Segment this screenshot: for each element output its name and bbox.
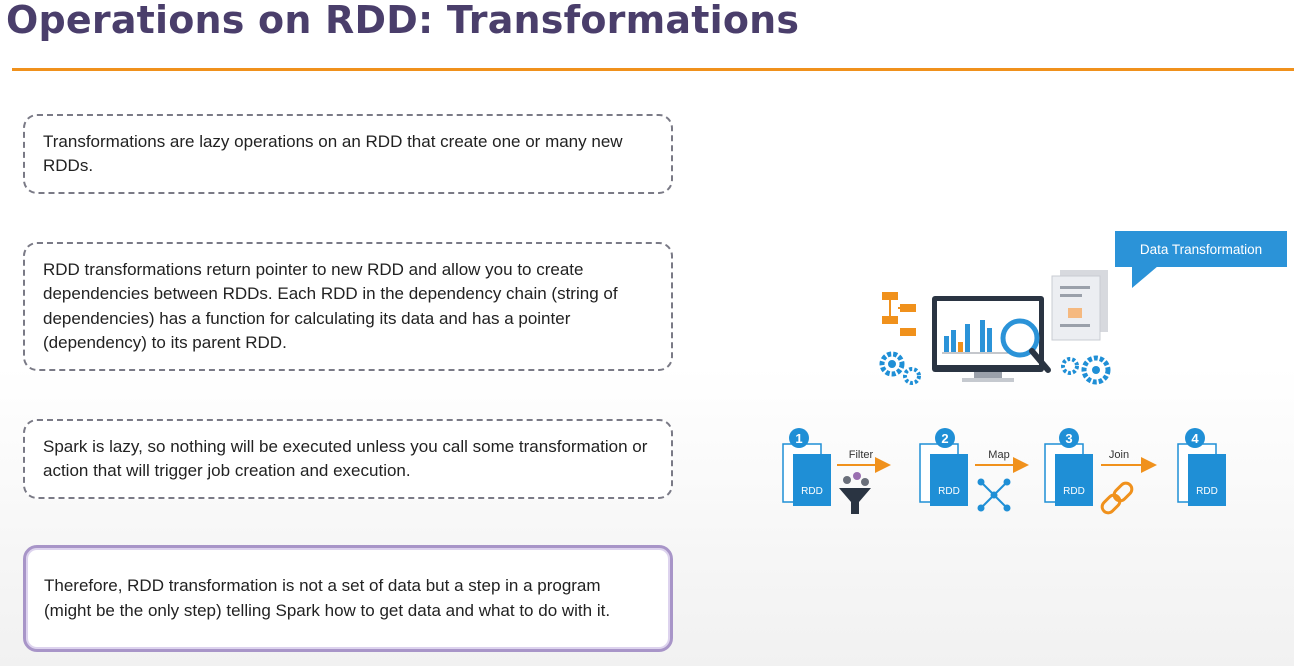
- step-number-badge-2: [935, 428, 955, 448]
- point-text-2: RDD transformations return pointer to ne…: [43, 259, 618, 353]
- step-number-3: 3: [1065, 431, 1072, 446]
- magnifier-icon: [1000, 318, 1051, 373]
- gears-left-icon: [879, 351, 921, 385]
- rdd-label-2: RDD: [938, 486, 960, 497]
- document-stack-icon: [1051, 270, 1108, 341]
- rdd-step-2: RDD 2: [919, 428, 968, 506]
- filter-funnel-icon: [839, 472, 871, 514]
- map-network-icon: [977, 478, 1011, 512]
- point-text-3: Spark is lazy, so nothing will be execut…: [43, 436, 648, 481]
- rdd-step-4: RDD 4: [1177, 428, 1226, 506]
- point-box-1: Transformations are lazy operations on a…: [23, 114, 673, 194]
- op-label-filter: Filter: [849, 449, 874, 461]
- rdd-label-1: RDD: [801, 486, 823, 497]
- data-transformation-callout: Data Transformation: [1115, 231, 1287, 267]
- point-text-1: Transformations are lazy operations on a…: [43, 131, 623, 176]
- point-box-2: RDD transformations return pointer to ne…: [23, 242, 673, 371]
- step-number-2: 2: [941, 431, 948, 446]
- rdd-label-4: RDD: [1196, 486, 1218, 497]
- step-number-badge-3: [1059, 428, 1079, 448]
- point-box-3: Spark is lazy, so nothing will be execut…: [23, 419, 673, 499]
- point-text-4: Therefore, RDD transformation is not a s…: [44, 576, 611, 620]
- rdd-step-1: RDD 1: [782, 428, 831, 506]
- flowchart-icon: [882, 292, 916, 336]
- step-number-4: 4: [1191, 431, 1199, 446]
- rdd-pipeline-diagram: RDD 1 Filter RDD 2 Map RDD 3 Join: [782, 428, 1226, 515]
- op-label-map: Map: [988, 449, 1009, 461]
- step-number-1: 1: [795, 431, 802, 446]
- gears-right-icon: [1061, 355, 1111, 385]
- rdd-step-3: RDD 3: [1044, 428, 1093, 506]
- callout-tail: [1132, 266, 1158, 288]
- step-number-badge-4: [1185, 428, 1205, 448]
- slide-title: Operations on RDD: Transformations: [6, 0, 800, 42]
- callout-label: Data Transformation: [1139, 241, 1263, 257]
- point-box-4-highlighted: Therefore, RDD transformation is not a s…: [23, 545, 673, 652]
- data-analysis-illustration: [879, 270, 1111, 385]
- title-underline: [12, 68, 1294, 71]
- op-label-join: Join: [1109, 449, 1129, 461]
- step-number-badge-1: [789, 428, 809, 448]
- chain-link-icon: [1100, 481, 1134, 515]
- rdd-label-3: RDD: [1063, 486, 1085, 497]
